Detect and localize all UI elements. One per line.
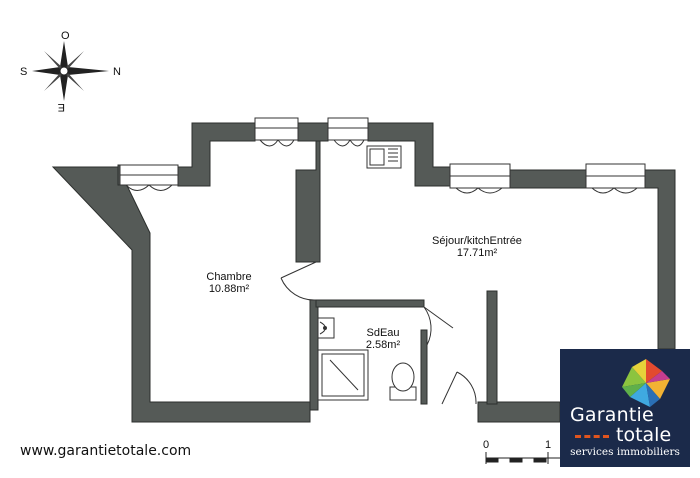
wall-living-stub bbox=[486, 290, 498, 405]
room-area-sejour: 17.71m² bbox=[457, 247, 498, 259]
garantie-totale-logo: Garantie totale services immobiliers bbox=[560, 349, 690, 467]
toilet bbox=[389, 362, 417, 401]
room-area-chambre: 10.88m² bbox=[209, 283, 250, 295]
window-bedroom-1 bbox=[119, 164, 179, 191]
bathroom-fixtures bbox=[317, 317, 417, 401]
kitchen-sink bbox=[366, 145, 402, 169]
compass-south-label: S bbox=[20, 66, 27, 78]
scale-label-1: 1 bbox=[545, 439, 551, 451]
window-living-1 bbox=[449, 163, 511, 194]
window-living-2 bbox=[585, 163, 646, 194]
wall-partition-bedroom bbox=[295, 140, 321, 263]
windows bbox=[119, 117, 646, 194]
wall-bath-top bbox=[315, 299, 425, 308]
pinwheel-icon bbox=[622, 359, 670, 407]
logo-tagline: services immobiliers bbox=[570, 446, 680, 458]
wall-partition-lower bbox=[309, 299, 319, 411]
compass-east-label: E bbox=[58, 101, 65, 113]
window-bedroom-2 bbox=[254, 117, 299, 147]
wall-bath-right bbox=[420, 329, 428, 405]
logo-dashes bbox=[575, 435, 609, 438]
door-bedroom bbox=[280, 261, 317, 301]
website-url: www.garantietotale.com bbox=[20, 443, 192, 459]
wall-bottom-right bbox=[477, 401, 561, 423]
room-name-sdeau: SdEau bbox=[366, 327, 399, 339]
wall-top-middle bbox=[297, 122, 329, 142]
logo-brand-line2: totale bbox=[616, 424, 672, 446]
bathroom-sink bbox=[317, 317, 335, 339]
room-name-chambre: Chambre bbox=[206, 271, 251, 283]
wall-top-bedroom bbox=[177, 122, 256, 187]
wall-left-outer bbox=[51, 166, 311, 423]
logo-brand-line1: Garantie bbox=[570, 404, 654, 426]
door-bathroom bbox=[423, 306, 454, 346]
compass-north-label: N bbox=[113, 66, 121, 78]
door-entrance bbox=[441, 371, 477, 405]
compass-west-label: O bbox=[61, 30, 70, 42]
room-area-sdeau: 2.58m² bbox=[366, 339, 401, 351]
shower bbox=[317, 349, 369, 401]
window-kitchen bbox=[327, 117, 369, 147]
wall-right bbox=[644, 169, 676, 350]
compass-rose bbox=[32, 41, 109, 101]
doors bbox=[280, 261, 477, 405]
scale-bar bbox=[485, 452, 560, 464]
wall-top-living1 bbox=[509, 169, 587, 189]
room-name-sejour: Séjour/kitchEntrée bbox=[432, 235, 522, 247]
scale-label-0: 0 bbox=[483, 439, 489, 451]
